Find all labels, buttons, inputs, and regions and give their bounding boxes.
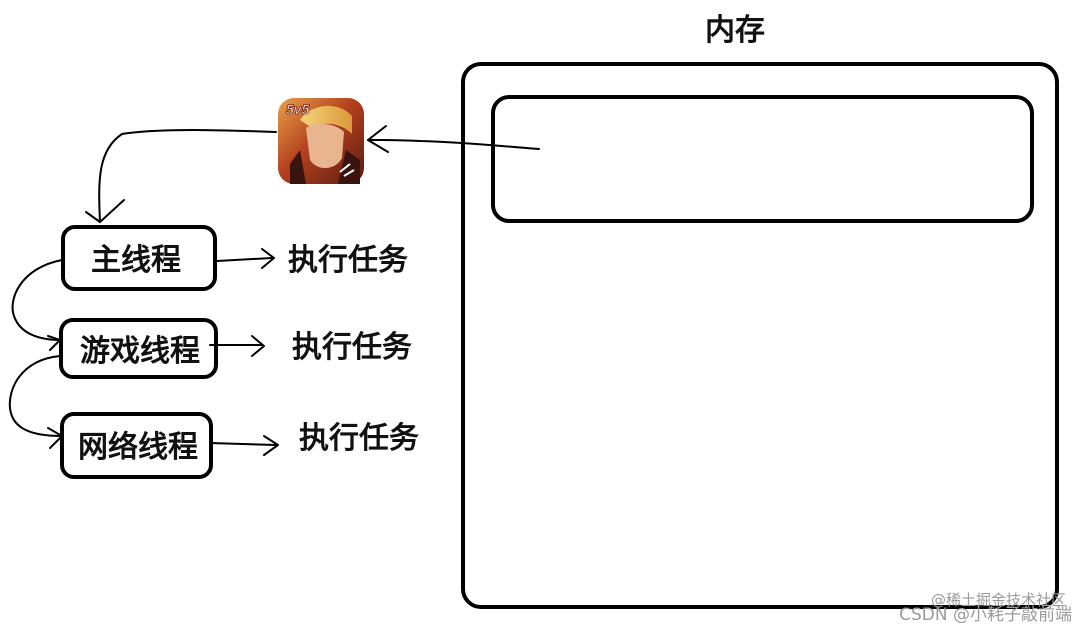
main-to-game-connector xyxy=(11,259,63,351)
watermark-juejin: @稀土掘金技术社区 xyxy=(931,591,1066,609)
watermark-csdn: CSDN @小耗子敲前端 xyxy=(899,605,1072,625)
thread-main: 主线程 执行任务 xyxy=(61,225,408,291)
memory-box xyxy=(461,62,1059,609)
memory-to-app-arrow xyxy=(367,125,540,153)
thread-main-box xyxy=(61,225,217,291)
thread-network-box xyxy=(60,412,213,479)
game-to-network-connector xyxy=(8,355,63,449)
thread-main-task: 执行任务 xyxy=(288,243,408,278)
game-app-icon: 5v5 xyxy=(278,98,364,184)
thread-main-label: 主线程 xyxy=(91,243,181,278)
thread-network: 网络线程 执行任务 xyxy=(60,412,419,479)
app-to-main-thread-arrow xyxy=(85,129,277,223)
memory-title: 内存 xyxy=(705,13,765,48)
thread-game-box xyxy=(59,318,218,379)
thread-game-label: 游戏线程 xyxy=(80,334,200,369)
memory-region xyxy=(491,95,1034,223)
thread-game: 游戏线程 执行任务 xyxy=(59,318,412,379)
thread-network-label: 网络线程 xyxy=(78,430,198,465)
app-icon-badge: 5v5 xyxy=(286,101,310,117)
thread-game-task: 执行任务 xyxy=(292,330,412,365)
thread-network-task: 执行任务 xyxy=(299,421,419,456)
